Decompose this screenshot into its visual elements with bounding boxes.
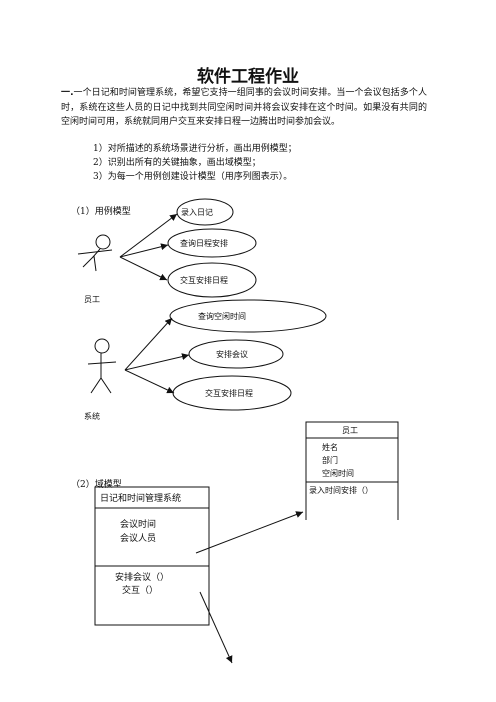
class-employee-attr-3: 空闲时间: [322, 469, 354, 478]
actor-employee-figure: [77, 234, 113, 272]
use-case-label-5: 安排会议: [216, 350, 248, 359]
use-case-label-4: 查询空闲时间: [198, 312, 246, 321]
task-2: 2）识别出所有的关键抽象，画出域模型；: [93, 158, 261, 168]
class-employee-attr-2: 部门: [322, 456, 338, 465]
use-case-ellipse-5: [188, 339, 284, 369]
use-case-label-3: 交互安排日程: [180, 276, 228, 285]
page-title: 软件工程作业: [197, 67, 299, 87]
class-system-op-2: 交互（）: [122, 586, 159, 596]
use-case-heading: （1）用例模型: [71, 207, 131, 217]
class-system-box: [94, 486, 210, 626]
use-case-label-2: 查询日程安排: [180, 239, 228, 248]
class-system-attr-2: 会议人员: [120, 534, 157, 544]
use-case-ellipse-3: [167, 262, 257, 298]
problem-statement: 一.一个日记和时间管理系统，希望它支持一组同事的会议时间安排。当一个会议包括多个…: [61, 86, 427, 130]
class-system-name: 日记和时间管理系统: [100, 494, 182, 504]
problem-number: 一.: [61, 88, 74, 98]
class-employee-op-1: 录入时间安排（）: [309, 486, 373, 495]
domain-model-heading: （2）域模型: [71, 480, 122, 490]
use-case-label-6: 交互安排日程: [205, 389, 253, 398]
task-1: 1）对所描述的系统场景进行分析，画出用例模型；: [93, 144, 297, 154]
problem-text: 一个日记和时间管理系统，希望它支持一组同事的会议时间安排。当一个会议包括多个人时…: [61, 88, 427, 127]
actor-system-figure: [87, 338, 117, 394]
domain-associations: [195, 511, 304, 664]
use-case-label-1: 录入日记: [181, 208, 213, 217]
task-3: 3）为每一个用例创建设计模型（用序列图表示）。: [93, 172, 293, 182]
use-case-ellipse-4: [169, 299, 327, 333]
actor-employee-name: 员工: [84, 295, 100, 304]
use-case-ellipse-2: [167, 228, 257, 258]
actor-system-associations: [124, 317, 190, 394]
class-employee-box: [305, 421, 399, 520]
class-employee-name: 员工: [342, 426, 358, 435]
use-case-ellipse-1: [176, 198, 234, 226]
actor-employee-associations: [119, 213, 178, 281]
actor-system-name: 系统: [84, 412, 100, 421]
class-system-attr-1: 会议时间: [120, 520, 157, 530]
class-employee-attr-1: 姓名: [322, 443, 338, 452]
class-system-op-1: 安排会议（）: [115, 573, 170, 583]
